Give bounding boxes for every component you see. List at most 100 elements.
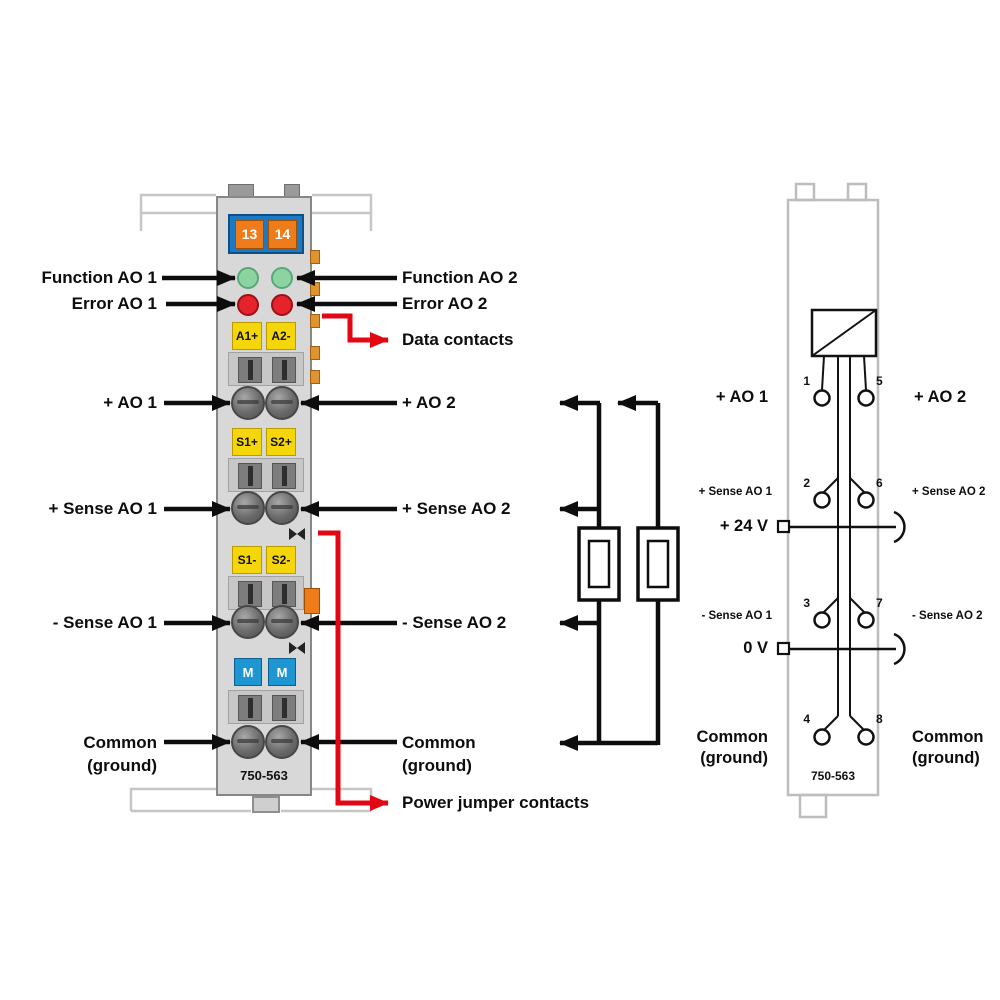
pin-6	[857, 491, 875, 509]
label-plus-ao2: + AO 2	[402, 393, 456, 412]
power-jumper-pointer	[318, 530, 389, 811]
schematic-module-outline	[786, 182, 880, 819]
pin-7	[857, 611, 875, 629]
schematic-label-plus-sense-ao2: + Sense AO 2	[912, 486, 986, 498]
clamp-opening	[272, 357, 296, 383]
data-contact	[310, 282, 320, 296]
led-error-ao1	[237, 294, 259, 316]
dac-symbol	[810, 308, 878, 358]
label-ground: (ground)	[700, 749, 768, 767]
fuse-1-element	[587, 539, 611, 589]
schematic-drawing: 1 5 2 6 3 7 4 8	[776, 182, 906, 819]
label-common: Common	[912, 728, 984, 746]
pin-number: 5	[876, 374, 883, 388]
schematic-label-plus-ao1: + AO 1	[715, 388, 768, 406]
mounting-tab	[252, 796, 280, 813]
label-data-contacts: Data contacts	[402, 330, 514, 349]
marking-icon	[289, 642, 305, 654]
terminal-label-m2: M	[268, 658, 296, 686]
clamp-opening	[272, 695, 296, 721]
schematic-label-plus-24v: + 24 V	[719, 517, 768, 535]
label-common: Common	[83, 733, 157, 752]
pin-number: 3	[803, 596, 810, 610]
screw-terminal	[231, 605, 265, 639]
din-rail-outline	[129, 193, 373, 813]
power-terminal-13: 13	[235, 219, 264, 249]
screw-terminal	[231, 491, 265, 525]
data-contact	[310, 250, 320, 264]
label-ground: (ground)	[402, 756, 472, 775]
pin-number: 7	[876, 596, 883, 610]
label-plus-sense-ao1: + Sense AO 1	[48, 499, 157, 518]
clamp-row	[228, 458, 304, 492]
label-minus-sense-ao1: - Sense AO 1	[52, 613, 157, 632]
power-terminal-14: 14	[268, 219, 297, 249]
screw-terminal	[231, 725, 265, 759]
clamp-opening	[238, 357, 262, 383]
fuse-symbols	[577, 526, 680, 602]
led-function-ao1	[237, 267, 259, 289]
annotation-arrows-right	[296, 270, 397, 750]
led-function-ao2	[271, 267, 293, 289]
label-common: Common	[402, 733, 476, 752]
screw-terminal	[265, 605, 299, 639]
clamp-opening	[238, 463, 262, 489]
zerov-hook	[893, 632, 906, 666]
terminal-label-m1: M	[234, 658, 262, 686]
terminal-label-a1plus: A1+	[232, 322, 262, 350]
red-annotations	[318, 313, 389, 811]
pin-number: 8	[876, 712, 883, 726]
data-contact	[310, 370, 320, 384]
plus24v-hook	[893, 510, 906, 544]
label-ground: (ground)	[912, 749, 980, 767]
pin-circles	[813, 389, 875, 746]
supply-lines	[789, 510, 906, 666]
terminal-label-s1plus: S1+	[232, 428, 262, 456]
label-plus-sense-ao2: + Sense AO 2	[402, 499, 511, 518]
label-common: Common	[696, 728, 769, 746]
screw-terminal	[231, 386, 265, 420]
data-contact	[310, 314, 320, 328]
terminal-label-s1minus: S1-	[232, 546, 262, 574]
power-jumper-frame: 13 14	[228, 214, 304, 254]
schematic-label-minus-sense-ao2: - Sense AO 2	[912, 610, 983, 622]
terminal-label-a2minus: A2-	[266, 322, 296, 350]
pin-4	[813, 728, 831, 746]
terminal-label-s2plus: S2+	[266, 428, 296, 456]
clamp-opening	[238, 695, 262, 721]
label-function-ao2: Function AO 2	[402, 268, 518, 287]
label-common-ground-left: Common (ground)	[25, 731, 157, 777]
marking-icon	[289, 528, 305, 540]
schematic-label-common-right: Common (ground)	[912, 727, 998, 769]
pin-3	[813, 611, 831, 629]
screw-terminal	[265, 386, 299, 420]
power-jumper-contact	[304, 588, 320, 614]
data-contacts-pointer	[322, 313, 389, 348]
schematic-label-0v: 0 V	[743, 639, 768, 657]
clamp-opening	[272, 581, 296, 607]
pin-number: 2	[803, 476, 810, 490]
supply-terminals	[776, 519, 791, 656]
plus24v-terminal	[776, 519, 791, 534]
pin-8	[857, 728, 875, 746]
pin-2	[813, 491, 831, 509]
pin-number: 6	[876, 476, 883, 490]
label-plus-ao1: + AO 1	[103, 393, 157, 412]
schematic-label-plus-sense-ao1: + Sense AO 1	[698, 486, 772, 498]
clamp-row	[228, 352, 304, 386]
label-error-ao1: Error AO 1	[71, 294, 157, 313]
label-function-ao1: Function AO 1	[41, 268, 157, 287]
module-part-number: 750-563	[240, 768, 288, 783]
fuse-2-element	[646, 539, 670, 589]
schematic-internal-wires	[821, 355, 867, 732]
label-minus-sense-ao2: - Sense AO 2	[402, 613, 507, 632]
annotation-arrows-left	[162, 270, 236, 750]
external-wiring	[559, 395, 661, 751]
screw-terminal	[265, 725, 299, 759]
pin-5	[857, 389, 875, 407]
screw-terminal	[265, 491, 299, 525]
label-common-ground-right: Common (ground)	[402, 731, 476, 777]
data-contact	[310, 346, 320, 360]
